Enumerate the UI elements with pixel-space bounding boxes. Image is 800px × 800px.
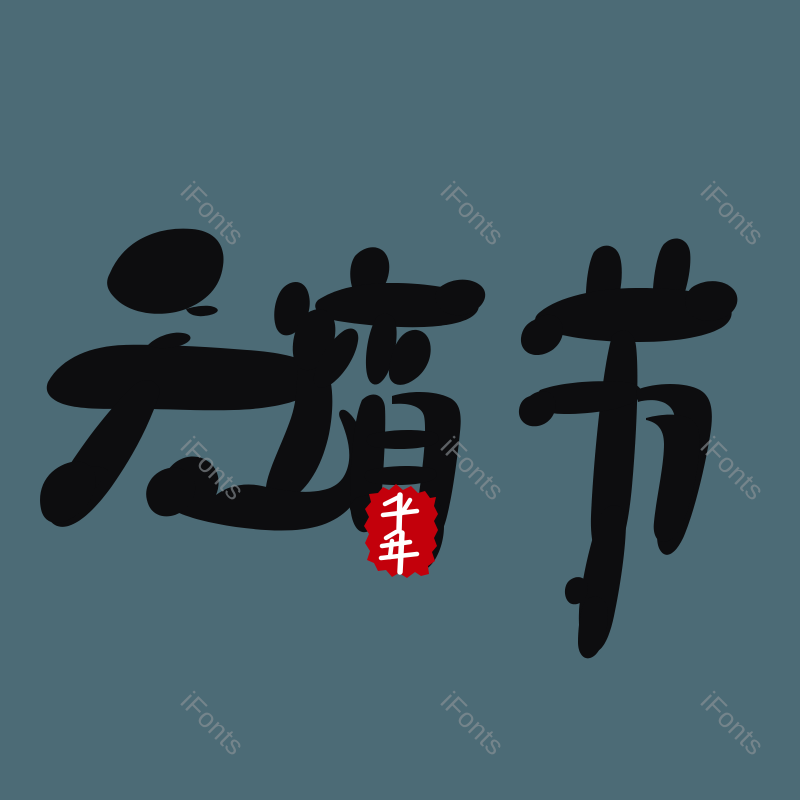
seal-char-nian [378,529,420,575]
glyph-yuan [40,228,367,531]
ink-strokes [40,228,738,659]
glyph-jie [518,238,738,659]
seal-char-niu [380,492,420,534]
